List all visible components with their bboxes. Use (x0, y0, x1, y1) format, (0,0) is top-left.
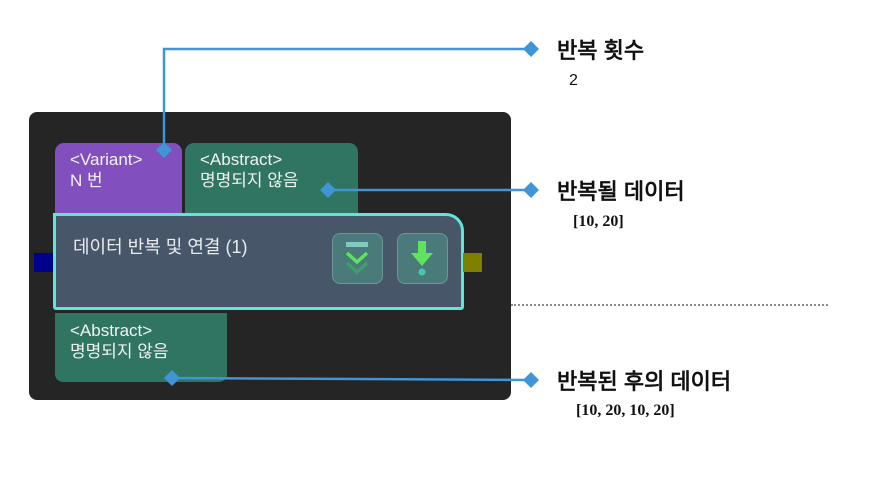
diamond-marker (523, 182, 539, 198)
leader-line-count (162, 47, 530, 150)
download-arrow-icon (411, 241, 433, 276)
diamond-marker (523, 41, 539, 57)
diamond-marker (523, 372, 539, 388)
port-type: <Abstract> (200, 150, 283, 169)
repeat-concat-node[interactable]: 데이터 반복 및 연결 (1) (53, 213, 464, 310)
annotation-value-count: 2 (569, 72, 578, 89)
diamond-marker (320, 182, 336, 198)
input-port-data[interactable]: <Abstract> 명명되지 않음 (185, 143, 358, 213)
port-type: <Abstract> (70, 321, 153, 340)
input-connector[interactable] (34, 253, 53, 272)
repeat-chevrons-icon (345, 242, 369, 275)
port-name: 명명되지 않음 (70, 342, 169, 361)
annotation-title-count: 반복 횟수 (557, 38, 645, 63)
annotation-value-output: [10, 20, 10, 20] (576, 402, 675, 419)
annotation-title-output: 반복된 후의 데이터 (557, 369, 732, 394)
port-type: <Variant> (70, 150, 143, 169)
repeat-button[interactable] (332, 233, 383, 284)
leader-line-output (171, 376, 531, 382)
diamond-marker (164, 370, 180, 386)
port-name: N 번 (70, 171, 103, 190)
output-port-data[interactable]: <Abstract> 명명되지 않음 (55, 313, 227, 382)
annotation-value-input: [10, 20] (573, 213, 624, 230)
annotation-title-input: 반복될 데이터 (557, 179, 685, 204)
output-connector[interactable] (463, 253, 482, 272)
separator-line (511, 304, 828, 306)
node-title: 데이터 반복 및 연결 (1) (73, 237, 248, 257)
port-name: 명명되지 않음 (200, 171, 299, 190)
download-button[interactable] (397, 233, 448, 284)
diamond-marker (156, 142, 172, 158)
